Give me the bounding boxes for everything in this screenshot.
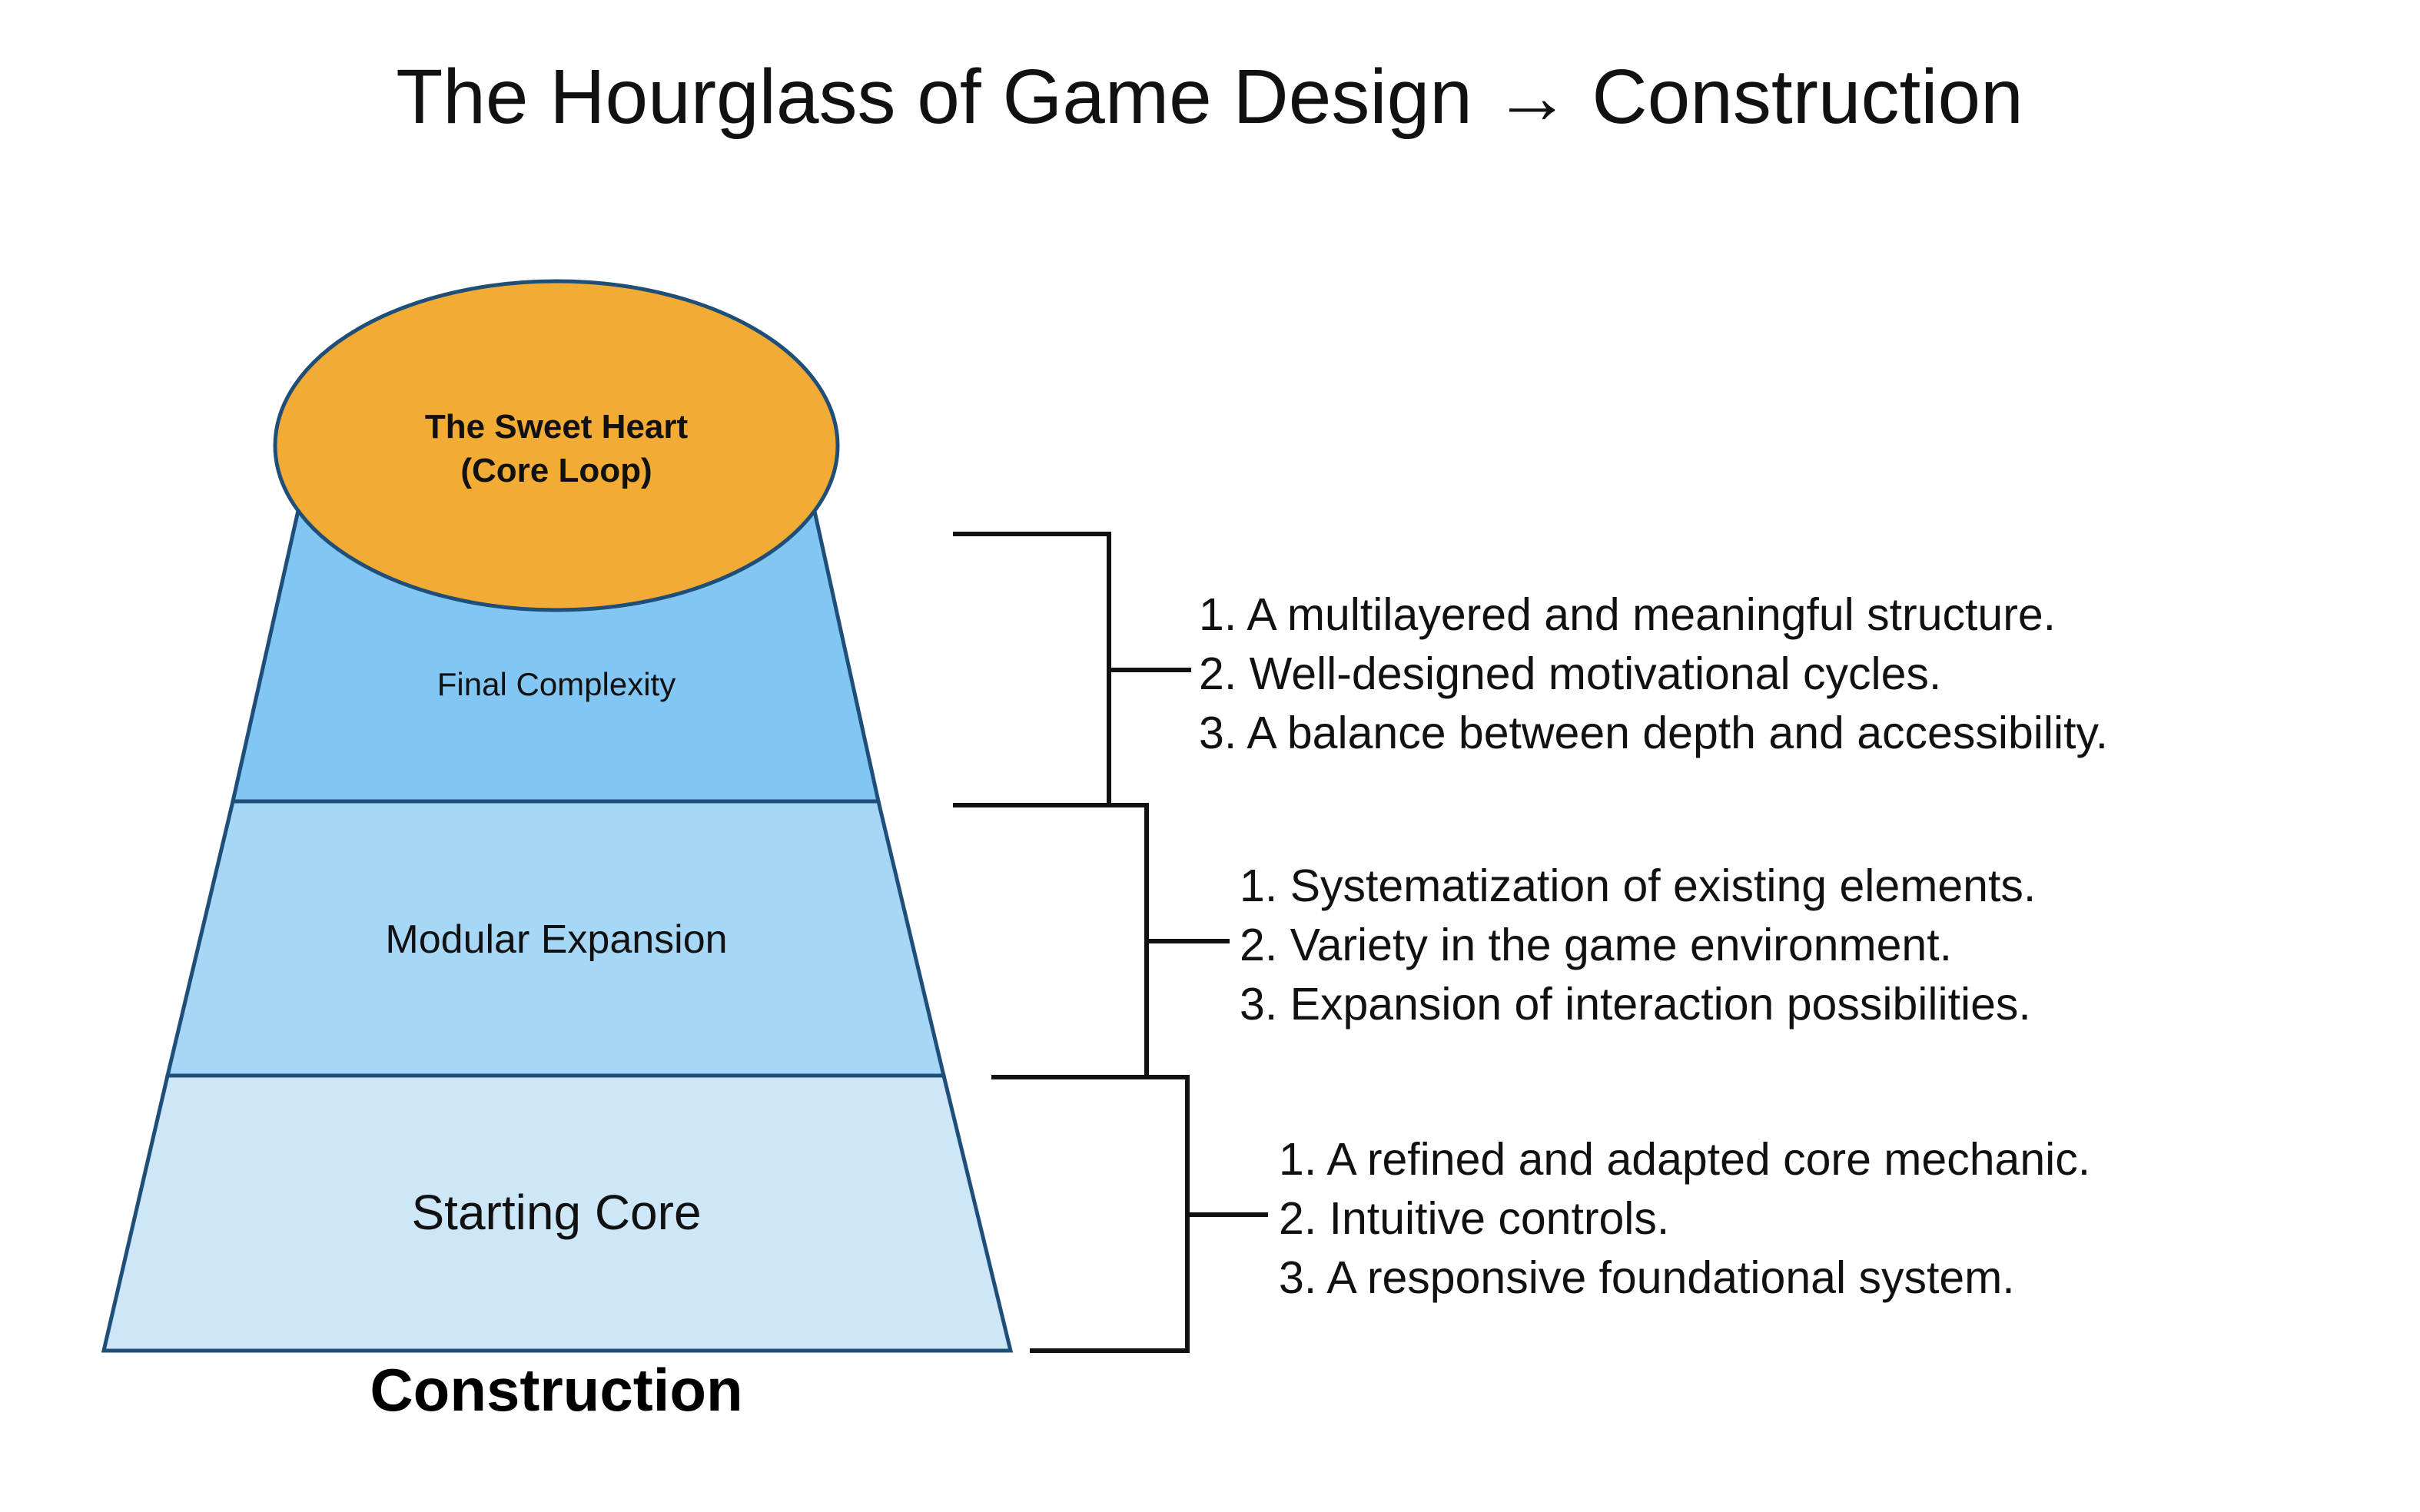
modular-list-item-2: 2. Variety in the game environment.	[1240, 920, 1952, 970]
modular-list-item-3: 3. Expansion of interaction possibilitie…	[1240, 979, 2031, 1030]
final-list-item-3: 3. A balance between depth and accessibi…	[1199, 708, 2108, 758]
modular-expansion-label: Modular Expansion	[385, 917, 727, 962]
bracket-starting-core	[991, 1075, 1268, 1353]
core-loop-title: The Sweet Heart	[425, 408, 689, 446]
final-complexity-label: Final Complexity	[437, 666, 676, 702]
construction-label: Construction	[370, 1356, 742, 1424]
bracket-modular-expansion	[953, 803, 1230, 1079]
final-list-item-1: 1. A multilayered and meaningful structu…	[1199, 589, 2056, 640]
bracket-final-complexity	[953, 532, 1191, 807]
starting-list-item-1: 1. A refined and adapted core mechanic.	[1279, 1134, 2090, 1185]
diagram-title: The Hourglass of Game Design → Construct…	[396, 54, 2023, 140]
final-list-item-2: 2. Well-designed motivational cycles.	[1199, 648, 1941, 699]
modular-list-item-1: 1. Systematization of existing elements.	[1240, 860, 2036, 911]
starting-core-label: Starting Core	[411, 1185, 701, 1240]
starting-list-item-2: 2. Intuitive controls.	[1279, 1193, 1669, 1244]
starting-list-item-3: 3. A responsive foundational system.	[1279, 1252, 2015, 1303]
core-loop-subtitle: (Core Loop)	[460, 452, 652, 489]
core-loop-ellipse	[273, 279, 840, 612]
